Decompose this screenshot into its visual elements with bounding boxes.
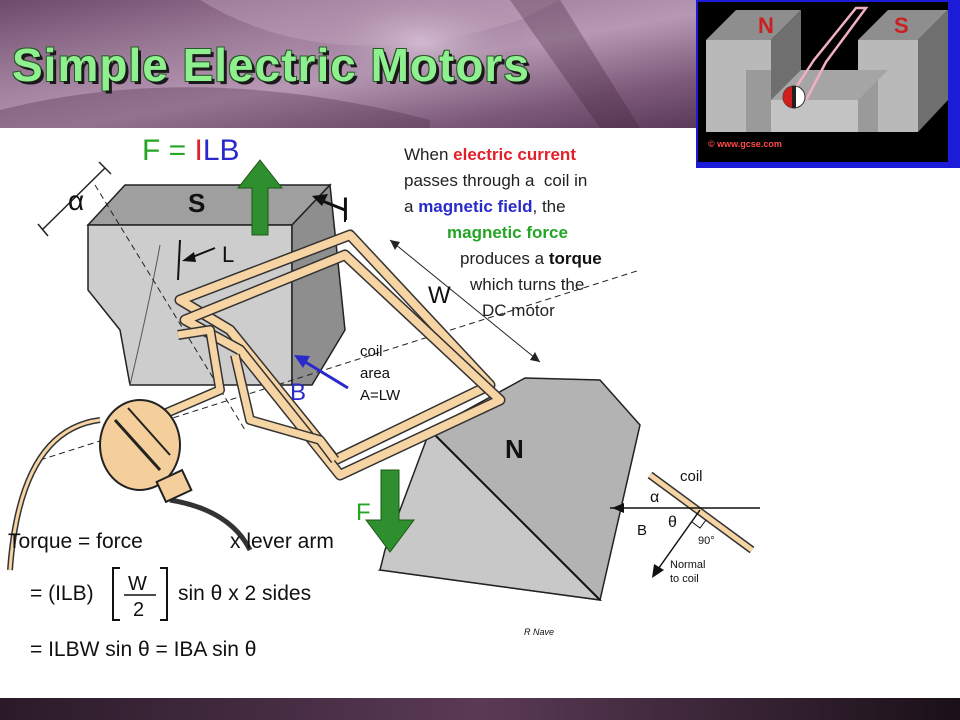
brush-icon (792, 86, 796, 108)
description-line: a magnetic field, the (404, 197, 566, 216)
torque-eq-line2-prefix: = (ILB) (30, 582, 94, 605)
north-pole-label: N (505, 434, 524, 464)
length-arrowhead-icon (182, 252, 196, 262)
description-segment: produces a (460, 249, 549, 268)
torque-eq-line1-lhs: Torque = force (8, 530, 143, 553)
description-line: DC motor (482, 301, 555, 320)
length-label: L (222, 242, 234, 267)
description-segment: , the (533, 197, 566, 216)
commutator-half-icon (783, 86, 794, 108)
force-equation-lb: LB (203, 134, 240, 167)
credit-label: R Nave (524, 627, 554, 637)
alpha-tick-2 (98, 161, 112, 175)
commutator-icon (99, 399, 181, 491)
south-magnet-top-face (86, 184, 332, 226)
description-segment: DC motor (482, 301, 555, 320)
description-segment: torque (549, 249, 602, 268)
inset-south-label: S (894, 13, 909, 38)
downward-force-arrow-icon (365, 469, 415, 553)
force-equation-prefix: F = (142, 134, 195, 167)
inset-angle-label: 90° (698, 535, 715, 547)
inset-normal-label-1: Normal (670, 559, 705, 571)
length-tick (177, 239, 181, 281)
inset-normal-label-2: to coil (670, 573, 699, 585)
inset-b-label: B (637, 522, 647, 539)
south-magnet-side (918, 10, 948, 132)
force-label: F (356, 499, 371, 526)
coil-area-line-3: A=LW (360, 387, 401, 404)
current-arrowhead-icon (312, 194, 328, 206)
inset-coil-label: coil (680, 468, 703, 485)
alpha-reference-line (94, 184, 246, 431)
inset-coil-bar-fill (648, 472, 754, 553)
description-segment: When (404, 145, 453, 164)
description-segment: a (404, 197, 418, 216)
description-line: which turns the (469, 275, 584, 294)
width-dimension-line (389, 239, 541, 363)
north-magnet-top (706, 10, 801, 40)
north-pole-face (746, 70, 771, 132)
coil-wire (789, 6, 869, 101)
upward-force-arrow-icon (236, 159, 284, 236)
force-equation-current: I (195, 134, 203, 167)
motor-animation-inset: N S (696, 0, 960, 168)
magnet-base-front (771, 100, 858, 132)
commutator-split-2-icon (127, 407, 171, 456)
width-arrow-bottom-icon (530, 352, 540, 362)
motor-diagram: F = ILB S N I L W α B F coil area A=LW W… (7, 134, 760, 661)
fraction-numerator: W (128, 573, 147, 595)
inset-theta-label: θ (668, 514, 677, 531)
inset-caption: © www.gcse.com (708, 139, 782, 149)
alpha-bracket-line (41, 167, 106, 231)
coil-area-line-1: coil (360, 343, 383, 360)
description-line: magnetic force (447, 223, 568, 242)
lead-wire-2 (169, 497, 253, 552)
inset-normal-arrowhead-icon (652, 564, 664, 578)
current-label: I (341, 191, 350, 227)
description-segment: magnetic field (418, 197, 532, 216)
description-line: passes through a coil in (404, 171, 587, 190)
description-segment: passes through a coil in (404, 171, 587, 190)
south-magnet-side-face (291, 183, 346, 386)
inset-alpha-label: α (650, 489, 659, 506)
angle-inset: coil α θ B 90° Normal to coil (610, 468, 760, 585)
description-line: produces a torque (460, 249, 602, 268)
description-line: When electric current (404, 145, 576, 164)
coil-loops (148, 229, 506, 481)
description-segment: magnetic force (447, 223, 568, 242)
brush-icon (155, 468, 193, 504)
fraction-denominator: 2 (133, 599, 144, 621)
width-arrow-top-icon (390, 240, 400, 250)
alpha-tick-1 (37, 223, 49, 237)
force-equation: F = ILB (142, 134, 240, 167)
north-magnet-edge (429, 429, 601, 601)
lead-wire-1-fill (8, 418, 101, 571)
description-text: When electric current passes through a co… (404, 145, 602, 320)
bracket-left (112, 567, 120, 621)
inset-right-angle-icon (691, 519, 707, 529)
field-arrow-line (301, 358, 349, 390)
south-pole-label: S (188, 188, 205, 218)
torque-eq-line2-suffix: sin θ x 2 sides (178, 582, 311, 605)
torque-eq-line1-rhs: x lever arm (230, 530, 334, 553)
bracket-right (160, 567, 168, 621)
alpha-label: α (68, 185, 84, 216)
field-arrowhead-icon (294, 355, 310, 368)
torque-eq-line3: = ILBW sin θ = IBA sin θ (30, 638, 256, 661)
south-pole-curve (129, 244, 161, 386)
inset-field-arrowhead-icon (612, 503, 624, 513)
coil-area-line-2: area (360, 365, 391, 382)
inset-normal-line (655, 509, 701, 573)
description-segment: electric current (453, 145, 576, 164)
slide-title: Simple Electric Motors (12, 39, 530, 91)
field-label: B (290, 379, 306, 406)
commutator-split-icon (113, 418, 162, 472)
width-label: W (428, 282, 451, 309)
description-segment: which turns the (469, 275, 584, 294)
inset-north-label: N (758, 13, 774, 38)
